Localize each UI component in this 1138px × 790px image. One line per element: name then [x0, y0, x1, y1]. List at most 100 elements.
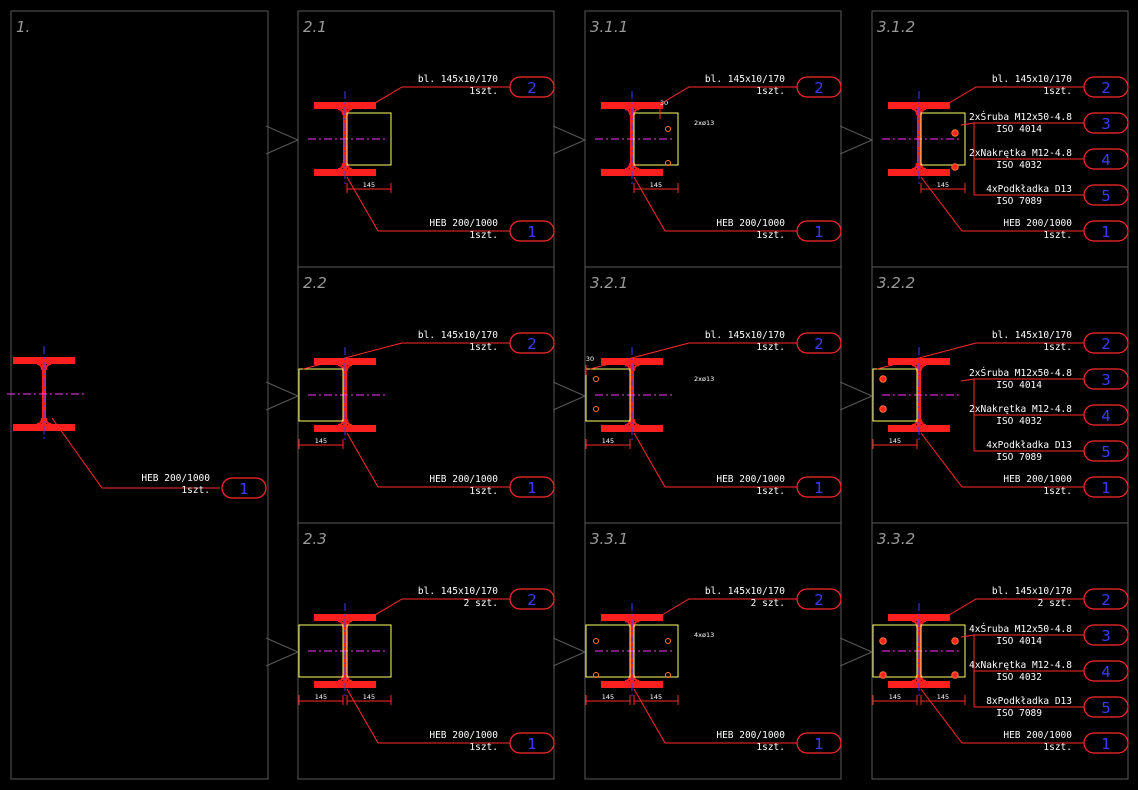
item-balloon — [1083, 184, 1129, 206]
root-radius — [911, 364, 927, 426]
root-radius — [36, 363, 52, 425]
item-label: bl. 145x10/170 — [992, 330, 1072, 341]
item-number: 2 — [814, 335, 824, 353]
bolt-icon — [951, 637, 959, 645]
leader-line — [938, 598, 1084, 622]
item-balloon — [796, 588, 842, 610]
item-number: 1 — [527, 735, 537, 753]
item-number: 1 — [814, 223, 824, 241]
item-number: 2 — [527, 591, 537, 609]
item-quantity: 2 szt. — [1038, 598, 1072, 609]
root-radius — [337, 620, 353, 682]
flow-arrow — [839, 125, 874, 155]
dimension-value: 145 — [363, 181, 375, 189]
item-balloon — [509, 732, 555, 754]
plate — [920, 624, 966, 678]
item-label: 4xŚruba M12x50-4.8 — [969, 623, 1072, 635]
dimension-value: 145 — [889, 693, 901, 701]
item-quantity: 1szt. — [756, 230, 785, 241]
flow-arrow — [839, 381, 874, 411]
top-flange — [314, 102, 376, 109]
leader-line — [346, 688, 510, 744]
item-label: bl. 145x10/170 — [705, 586, 785, 597]
root-radius — [624, 620, 640, 682]
item-number: 2 — [1101, 335, 1111, 353]
item-number: 2 — [814, 79, 824, 97]
item-label: bl. 145x10/170 — [705, 74, 785, 85]
hole — [665, 126, 671, 132]
dimension-value: 145 — [650, 181, 662, 189]
leader-line — [651, 598, 797, 622]
item-label: HEB 200/1000 — [429, 218, 498, 229]
hole — [665, 672, 671, 678]
leader-line — [938, 86, 1084, 110]
panel-frame — [10, 10, 269, 780]
offset-dimension: 30 — [660, 99, 668, 107]
item-number: 1 — [527, 223, 537, 241]
item-spec: ISO 4014 — [996, 636, 1042, 647]
item-balloon — [796, 76, 842, 98]
leader-line — [346, 176, 510, 232]
item-number: 4 — [1101, 663, 1111, 681]
item-spec: ISO 4014 — [996, 380, 1042, 391]
item-balloon — [509, 76, 555, 98]
panel-frame — [871, 522, 1129, 780]
item-balloon — [1083, 476, 1129, 498]
bolt-icon — [879, 671, 887, 679]
item-balloon — [1083, 588, 1129, 610]
item-balloon — [1083, 732, 1129, 754]
panel-frame — [584, 522, 842, 780]
item-balloon — [221, 477, 267, 499]
item-balloon — [796, 476, 842, 498]
root-radius — [337, 364, 353, 426]
item-label: HEB 200/1000 — [716, 730, 785, 741]
item-number: 2 — [814, 591, 824, 609]
item-number: 4 — [1101, 407, 1111, 425]
item-balloon — [1083, 368, 1129, 390]
item-quantity: 2 szt. — [464, 598, 498, 609]
panel-title: 3.1.1 — [590, 18, 628, 36]
offset-dimension: 30 — [586, 355, 594, 363]
panel-title: 2.2 — [303, 274, 327, 292]
item-label: HEB 200/1000 — [141, 473, 210, 484]
item-label: bl. 145x10/170 — [418, 586, 498, 597]
item-quantity: 1szt. — [756, 742, 785, 753]
hole — [593, 672, 599, 678]
item-label: bl. 145x10/170 — [992, 586, 1072, 597]
item-label: bl. 145x10/170 — [418, 74, 498, 85]
plate — [346, 624, 392, 678]
item-number: 3 — [1101, 115, 1111, 133]
item-balloon — [509, 588, 555, 610]
leader-line — [651, 86, 797, 110]
item-number: 4 — [1101, 151, 1111, 169]
panel-title: 3.3.2 — [877, 530, 915, 548]
item-quantity: 2 szt. — [751, 598, 785, 609]
bolt-icon — [951, 671, 959, 679]
item-label: 4xPodkładka D13 — [986, 184, 1072, 195]
flow-arrow — [552, 381, 587, 411]
top-flange — [888, 358, 950, 365]
bolt-icon — [879, 405, 887, 413]
item-balloon — [1083, 332, 1129, 354]
item-spec: ISO 4014 — [996, 124, 1042, 135]
item-balloon — [1083, 112, 1129, 134]
item-label: 2xŚruba M12x50-4.8 — [969, 111, 1072, 123]
top-flange — [888, 614, 950, 621]
item-quantity: 1szt. — [1043, 230, 1072, 241]
dimension-value: 145 — [315, 693, 327, 701]
item-balloon — [1083, 624, 1129, 646]
item-label: 2xŚruba M12x50-4.8 — [969, 367, 1072, 379]
root-radius — [624, 108, 640, 170]
hole — [593, 376, 599, 382]
item-quantity: 1szt. — [1043, 86, 1072, 97]
item-quantity: 1szt. — [756, 342, 785, 353]
item-balloon — [1083, 220, 1129, 242]
item-quantity: 1szt. — [469, 86, 498, 97]
hole — [593, 406, 599, 412]
item-balloon — [1083, 440, 1129, 462]
